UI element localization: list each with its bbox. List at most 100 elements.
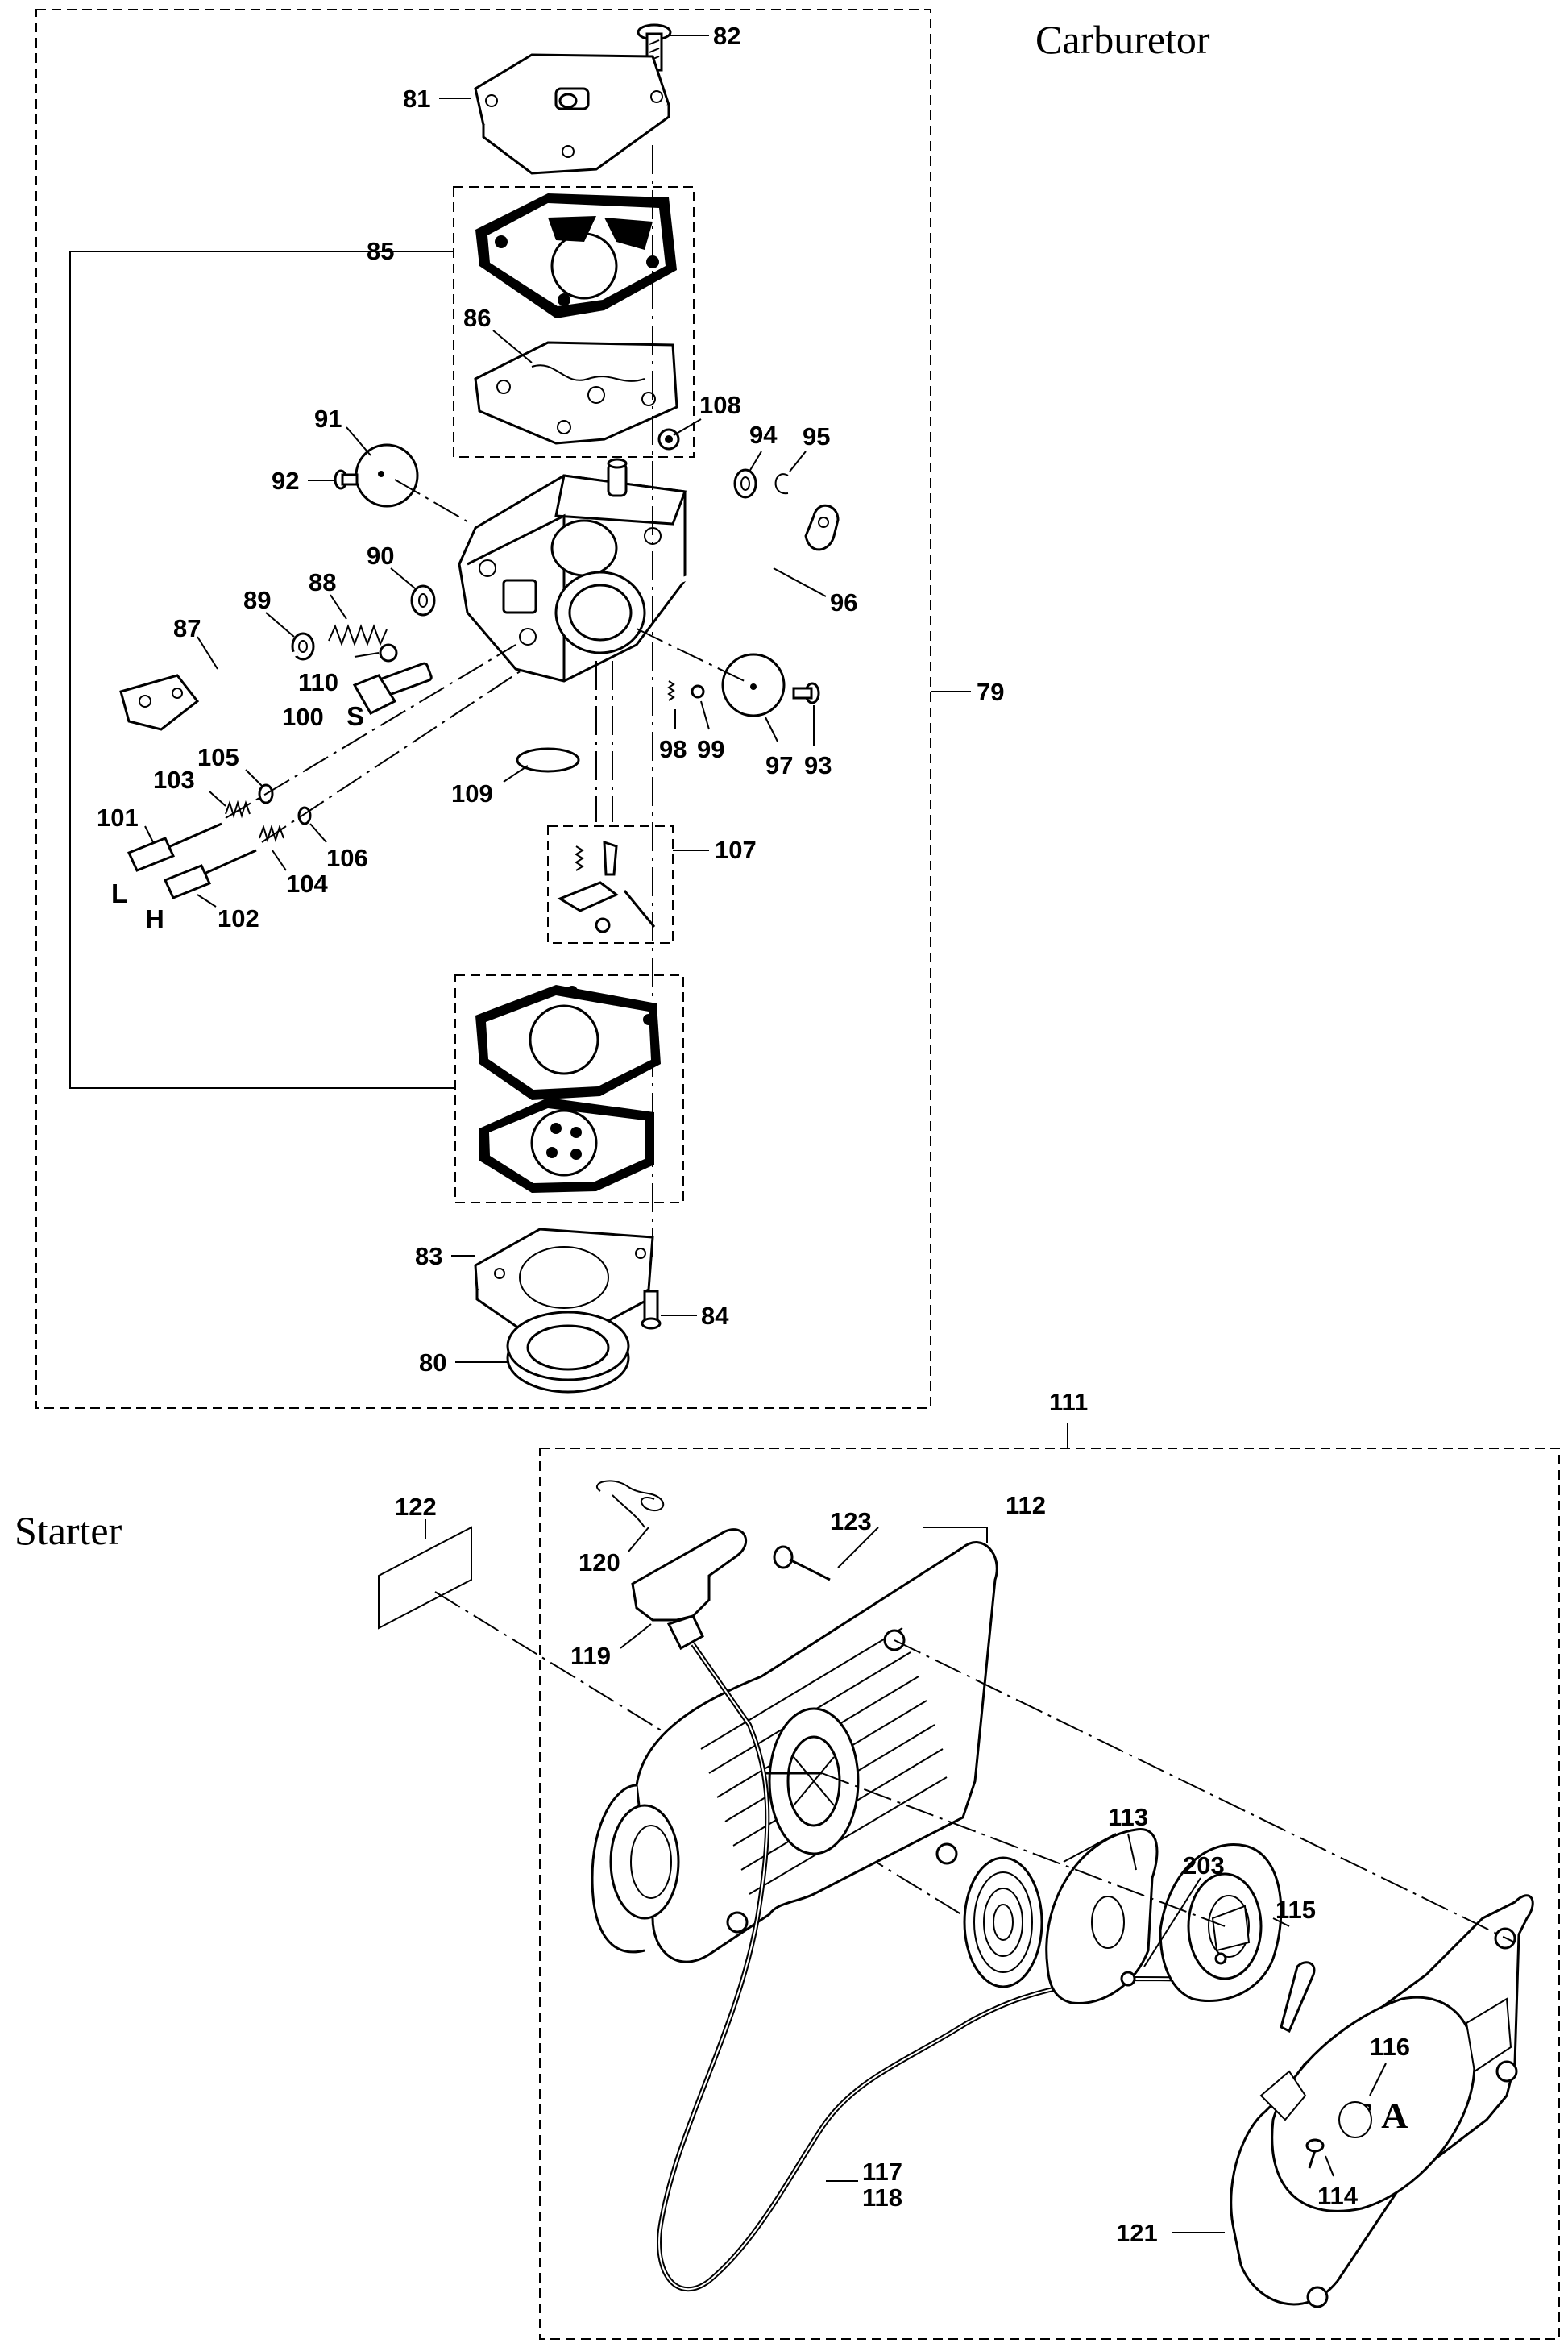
callout-109: 109 — [451, 765, 529, 808]
carburetor-assembly-box — [35, 9, 931, 1409]
pump-cover-81 — [474, 53, 670, 175]
screw-84 — [641, 1290, 662, 1330]
callout-121: 121 — [1116, 2219, 1225, 2247]
svg-text:94: 94 — [749, 421, 778, 449]
svg-text:113: 113 — [1108, 1803, 1148, 1831]
callout-119: 119 — [570, 1623, 652, 1670]
callout-120: 120 — [579, 1527, 649, 1577]
svg-text:89: 89 — [243, 586, 271, 614]
svg-text:203: 203 — [1183, 1851, 1225, 1880]
adjust-letter-h: H — [145, 904, 164, 934]
spring-98 — [667, 680, 675, 701]
handle-119 — [631, 1528, 748, 1651]
svg-text:109: 109 — [451, 779, 493, 808]
svg-text:118: 118 — [862, 2183, 902, 2212]
svg-text:93: 93 — [804, 751, 832, 779]
callout-84: 84 — [661, 1302, 729, 1330]
axis-starter-top — [894, 1639, 1516, 1943]
callout-111: 111 — [1049, 1388, 1088, 1416]
carburetor-body — [458, 458, 687, 683]
callout-90: 90 — [367, 542, 416, 589]
callout-97: 97 — [765, 717, 793, 779]
callout-117: 117 — [826, 2158, 902, 2186]
pump-gasket-85 — [475, 193, 677, 318]
callout-113: 113 — [1063, 1803, 1148, 1871]
callout-88: 88 — [309, 568, 347, 620]
callout-95: 95 — [789, 422, 830, 472]
svg-text:80: 80 — [419, 1348, 446, 1377]
bolt-123 — [773, 1545, 831, 1581]
callout-93: 93 — [804, 705, 832, 779]
callout-105: 105 — [197, 743, 263, 787]
callout-118: 118 — [862, 2183, 902, 2212]
svg-text:110: 110 — [298, 668, 338, 696]
svg-text:103: 103 — [153, 766, 195, 794]
callout-83: 83 — [415, 1242, 475, 1270]
washer-90 — [410, 584, 436, 617]
low-speed-screw-101 — [127, 644, 516, 872]
callout-87: 87 — [173, 614, 218, 670]
svg-text:121: 121 — [1116, 2219, 1158, 2247]
pawl-116 — [1280, 1961, 1316, 2034]
callout-92: 92 — [272, 467, 334, 495]
metering-cover-83 — [474, 1228, 654, 1333]
svg-text:86: 86 — [463, 304, 491, 332]
callout-91: 91 — [314, 405, 371, 456]
screw-114 — [1305, 2138, 1325, 2169]
svg-text:99: 99 — [697, 735, 724, 763]
callout-80: 80 — [419, 1348, 508, 1377]
callout-100: 100 S — [282, 701, 364, 731]
callout-89: 89 — [243, 586, 295, 638]
svg-text:81: 81 — [403, 85, 430, 113]
needle-kit-107 — [557, 840, 656, 933]
spring-88 — [328, 624, 388, 646]
svg-text:92: 92 — [272, 467, 299, 495]
spring-103 — [225, 800, 251, 819]
svg-text:120: 120 — [579, 1548, 620, 1577]
callout-103: 103 — [153, 766, 226, 807]
callout-115: 115 — [1272, 1896, 1316, 1927]
svg-text:98: 98 — [659, 735, 687, 763]
metering-gasket — [475, 985, 661, 1100]
gasket-kit-box-upper — [453, 186, 695, 458]
throttle-shaft-87 — [119, 650, 299, 731]
callout-123: 123 — [830, 1507, 987, 1568]
callout-82: 82 — [669, 22, 740, 50]
svg-text:96: 96 — [830, 588, 857, 617]
screw-92 — [334, 469, 359, 490]
callout-99: 99 — [697, 700, 724, 763]
callout-85: 85 — [367, 237, 394, 265]
svg-text:102: 102 — [218, 904, 259, 933]
screen-108 — [657, 428, 680, 451]
adjust-letter-s: S — [346, 701, 364, 731]
screw-93 — [792, 682, 820, 704]
kit-85-bracket — [69, 251, 455, 1089]
svg-text:116: 116 — [1370, 2033, 1410, 2061]
callout-114: 114 — [1317, 2155, 1359, 2210]
callout-98: 98 — [659, 709, 687, 763]
callout-81: 81 — [403, 85, 471, 113]
pump-diaphragm-86 — [474, 341, 678, 445]
callout-96: 96 — [773, 567, 857, 617]
starter-cover-121: C A — [1230, 1894, 1534, 2308]
callout-79: 79 — [977, 678, 1004, 706]
ball-99 — [691, 684, 705, 699]
svg-text:122: 122 — [395, 1493, 437, 1521]
svg-text:79: 79 — [977, 678, 1004, 706]
callout-101: 101 — [97, 804, 154, 843]
svg-text:119: 119 — [570, 1642, 611, 1670]
starter-housing-112 — [591, 1541, 998, 1963]
idle-screw-100 — [352, 662, 433, 715]
needle-kit-box — [547, 825, 674, 944]
svg-text:101: 101 — [97, 804, 139, 832]
callout-203: 203 — [1143, 1851, 1225, 1967]
callout-122: 122 — [395, 1493, 437, 1539]
svg-text:107: 107 — [715, 836, 757, 864]
callout-112: 112 — [986, 1491, 1046, 1543]
callout-86: 86 — [463, 304, 533, 363]
svg-text:111: 111 — [1049, 1388, 1088, 1416]
choke-shaft-96 — [679, 504, 840, 583]
svg-text:83: 83 — [415, 1242, 442, 1270]
carburetor-title: Carburetor — [1035, 17, 1210, 62]
